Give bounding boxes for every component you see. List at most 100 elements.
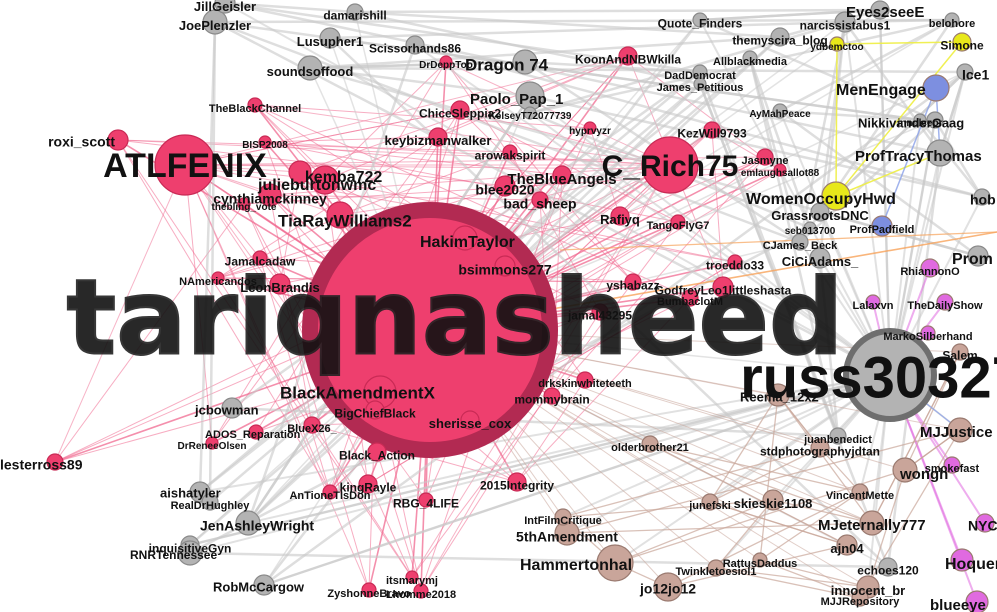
node-Reema_12x2 (766, 383, 790, 407)
node-scissorhands (405, 35, 425, 55)
node-MJJRepository (851, 589, 869, 607)
graph-edge (529, 94, 983, 199)
node-narcissistabus1 (834, 11, 856, 33)
node-Rafiyq (610, 206, 630, 226)
node-jcbowman (221, 397, 243, 419)
node-BISP2008 (258, 135, 272, 149)
node-2015integrity (507, 472, 527, 492)
node-label-arowakspirit: arowakspirit (475, 148, 546, 162)
node-jo12jo12 (653, 572, 683, 602)
node-AyMahPeace (772, 103, 788, 119)
node-DrReneeOlsen (205, 436, 219, 450)
node-label-russ30327: russ30327 (740, 345, 997, 410)
node-label-skieskie1108: skieskie1108 (734, 496, 813, 511)
node-smokefast (943, 456, 961, 474)
node-Hammertonhal (596, 544, 634, 582)
node-ChiceSleppa (450, 100, 470, 120)
node-Quote_Finders (692, 12, 708, 28)
node-label-jamal43295: jamal43295 (567, 308, 632, 322)
graph-edge (117, 139, 331, 493)
node-label-thebling_vote: thebling_vote (211, 202, 276, 213)
graph-edge (354, 10, 781, 39)
node-label-tariqnasheed: tariqnasheed (67, 256, 844, 378)
node-label-emlaughsallot88: emlaughsallot88 (741, 168, 820, 179)
node-label-Quote_Finders: Quote_Finders (658, 16, 743, 30)
node-lesterross89 (46, 453, 64, 471)
graph-edge (779, 8, 881, 39)
node-RattusDaddus (752, 552, 768, 568)
node-label-CJames_Beck: CJames_Beck (763, 240, 838, 252)
node-label-kingRayle: kingRayle (340, 480, 397, 494)
node-MarkoSilberhand (920, 325, 936, 341)
node-drkskinwhiteteeth (576, 371, 594, 389)
node-label-MJJRepository: MJJRepository (821, 596, 901, 608)
graph-edge (881, 87, 937, 227)
node-Dragon74 (512, 49, 538, 75)
graph-edge (777, 394, 873, 524)
node-label-belohore: belohore (929, 18, 975, 30)
node-roxi_scott (107, 129, 129, 151)
node-label-MJJustice: MJJustice (920, 424, 993, 441)
graph-edge (254, 104, 591, 129)
node-innolcepr (913, 113, 927, 127)
node-KoonAndNBWkilla (618, 46, 638, 66)
node-BigChiefBlack (365, 400, 385, 420)
node-label-GrassrootsDNC: GrassrootsDNC (771, 208, 869, 223)
node-GodfreyLeo (712, 276, 734, 298)
node-label-5thAmendment: 5thAmendment (516, 529, 618, 545)
node-TheDailyShow (936, 293, 954, 311)
node-label-IntFilmCritique: IntFilmCritique (524, 515, 602, 527)
node-label-narcissistabus1: narcissistabus1 (800, 18, 891, 32)
node-label-C_Rich75: C_Rich75 (602, 150, 739, 183)
graph-edge (871, 351, 961, 524)
graph-edge (529, 20, 846, 115)
node-label-Twinkletoes: Twinkletoesiol1 (675, 566, 756, 578)
node-label-innolcepr: innolcepr (897, 118, 942, 129)
node-label-cynthiamckinney: cynthiamckinney (213, 191, 327, 207)
node-Prom (967, 245, 989, 267)
graph-edge (698, 71, 840, 437)
graph-edge (779, 110, 891, 376)
node-label-AnTioneTIsDon: AnTioneTIsDon (289, 490, 370, 502)
node-wongh (892, 457, 918, 483)
node-Allblackmedia (742, 50, 758, 66)
node-label-Jamalcadaw: Jamalcadaw (225, 254, 296, 268)
node-blee2020 (494, 175, 516, 197)
graph-edge (819, 447, 861, 493)
node-label-NikkivanderGaag: NikkivanderGaag (858, 115, 964, 130)
graph-edge (224, 1, 941, 155)
graph-edge (819, 210, 979, 258)
node-label-roxi_scott: roxi_scott (48, 134, 115, 150)
node-label-ydbemctoo: ydbemctoo (810, 42, 863, 53)
node-label-ProfTracyThomas: ProfTracyThomas (855, 148, 982, 165)
graph-edge (269, 194, 313, 426)
graph-edge (214, 20, 891, 377)
node-label-BlueX26: BlueX26_ (287, 423, 337, 435)
node-label-KezWill9793: KezWill9793 (677, 126, 747, 140)
node-label-BISP2008: BISP2008 (242, 140, 288, 151)
node-Lusupher1 (319, 27, 341, 49)
node-label-Jasmyne: Jasmyne (741, 155, 788, 167)
node-label-ADOS_Reparation: ADOS_Reparation (205, 429, 301, 441)
node-VincentMette (851, 483, 869, 501)
node-label-jo12jo12: jo12jo12 (639, 581, 696, 597)
node-label-hob: hob (970, 192, 996, 208)
node-label-RealDrHughley: RealDrHughley (171, 500, 251, 512)
node-Jamalcadaw (252, 250, 268, 266)
node-label-bsimmons277: bsimmons277 (458, 262, 552, 278)
graph-edge (649, 443, 861, 493)
graph-edge (184, 164, 370, 591)
graph-edge (614, 374, 891, 564)
graph-edge (779, 18, 953, 113)
graph-edge (354, 10, 701, 86)
node-soundsoffood (297, 55, 323, 81)
node-label-blee2020: blee2020 (475, 182, 534, 198)
node-label-TangoFlyG7: TangoFlyG7 (647, 220, 710, 232)
node-label-TiaRayWilliams2: TiaRayWilliams2 (278, 211, 412, 230)
graph-edge (835, 43, 838, 197)
node-label-Hoquen: Hoquen (945, 556, 997, 573)
node-label-jcbowman: jcbowman (194, 402, 259, 417)
graph-edge (799, 119, 936, 243)
node-MenEngage (922, 74, 950, 102)
node-label-lesterross89: lesterross89 (0, 457, 83, 473)
